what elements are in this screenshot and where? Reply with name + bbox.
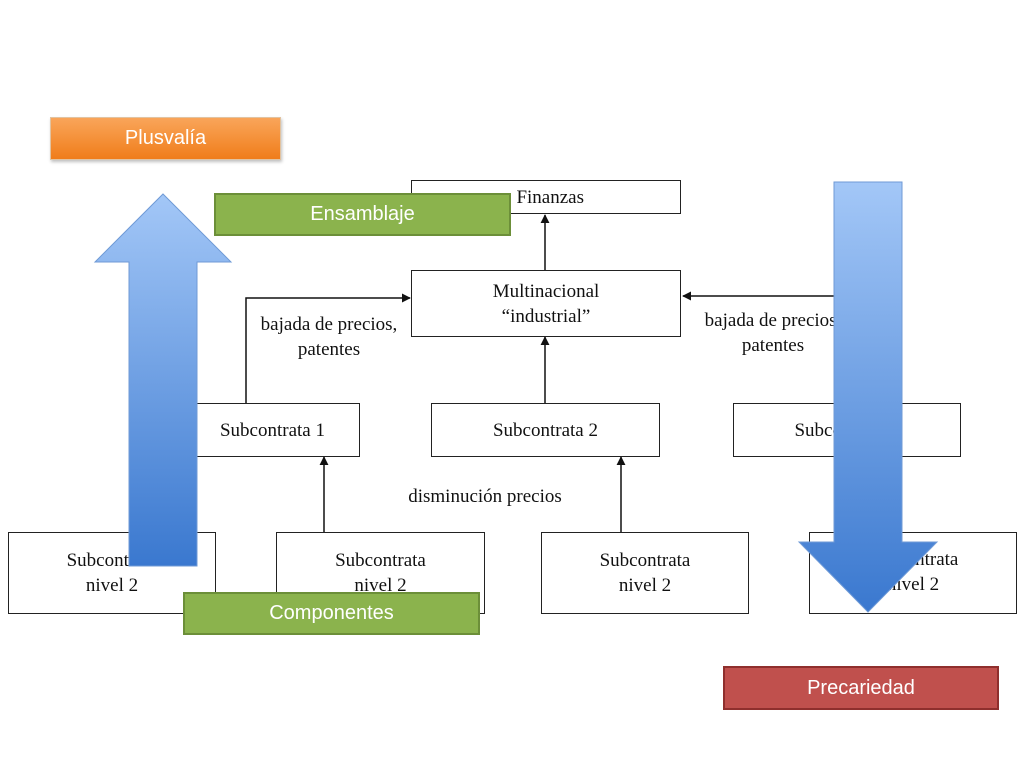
tag-componentes: Componentes	[183, 592, 480, 635]
box-multinacional-industrial: Multinacional “industrial”	[411, 270, 681, 337]
label-bajada-precios-right: bajada de precios, patentes	[704, 310, 842, 356]
tag-plusvalia: Plusvalía	[50, 117, 281, 160]
plusvalia-up-arrow	[93, 193, 233, 567]
precariedad-down-arrow	[797, 181, 939, 613]
label-bajada-precios-left: bajada de precios, patentes	[260, 314, 398, 360]
arrow-subcontrata1-to-multinacional	[245, 293, 411, 403]
tag-precariedad: Precariedad	[723, 666, 999, 710]
tag-ensamblaje: Ensamblaje	[214, 193, 511, 236]
box-subcontrata-2: Subcontrata 2	[431, 403, 660, 457]
box-subcontrata-nivel2-c: Subcontrata nivel 2	[541, 532, 749, 614]
label-disminucion-precios: disminución precios	[408, 486, 562, 507]
